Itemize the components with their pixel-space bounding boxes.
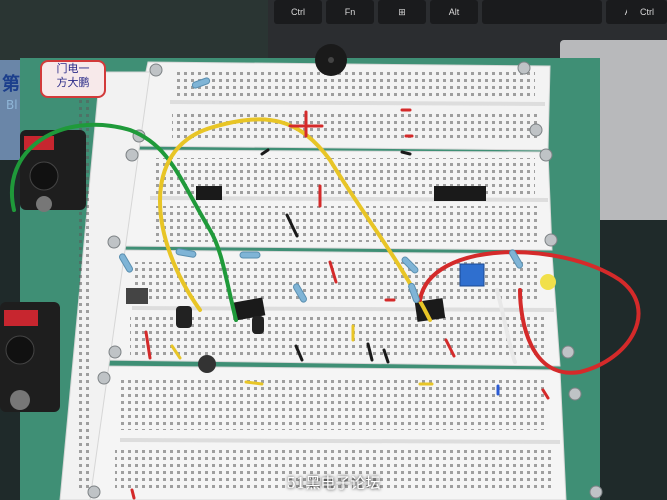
potentiometer [459,263,485,287]
key-alt-left: Alt [430,0,478,24]
jumper-wires [10,117,641,375]
key-ctrl-left: Ctrl [274,0,322,24]
capacitors [126,288,264,373]
key-fn: Fn [326,0,374,24]
label-line-1: 门电一 [56,62,90,75]
key-ctrl-right: Ctrl [627,0,667,24]
monitor-text-2: Bl [6,98,18,112]
binding-posts [0,130,86,412]
led-yellow [540,274,556,290]
key-space [482,0,602,24]
label-line-2: 方大鹏 [56,76,90,89]
key-windows: ⊞ [378,0,426,24]
monitor-text-1: 第 [2,74,20,95]
integrated-circuits [196,186,486,322]
mounting-screws [87,61,603,499]
forum-watermark: 51黑电子论坛 [286,474,381,492]
name-label-card: 门电一 方大鹏 [40,60,106,98]
resistors [119,77,523,304]
short-jumpers [130,108,550,500]
